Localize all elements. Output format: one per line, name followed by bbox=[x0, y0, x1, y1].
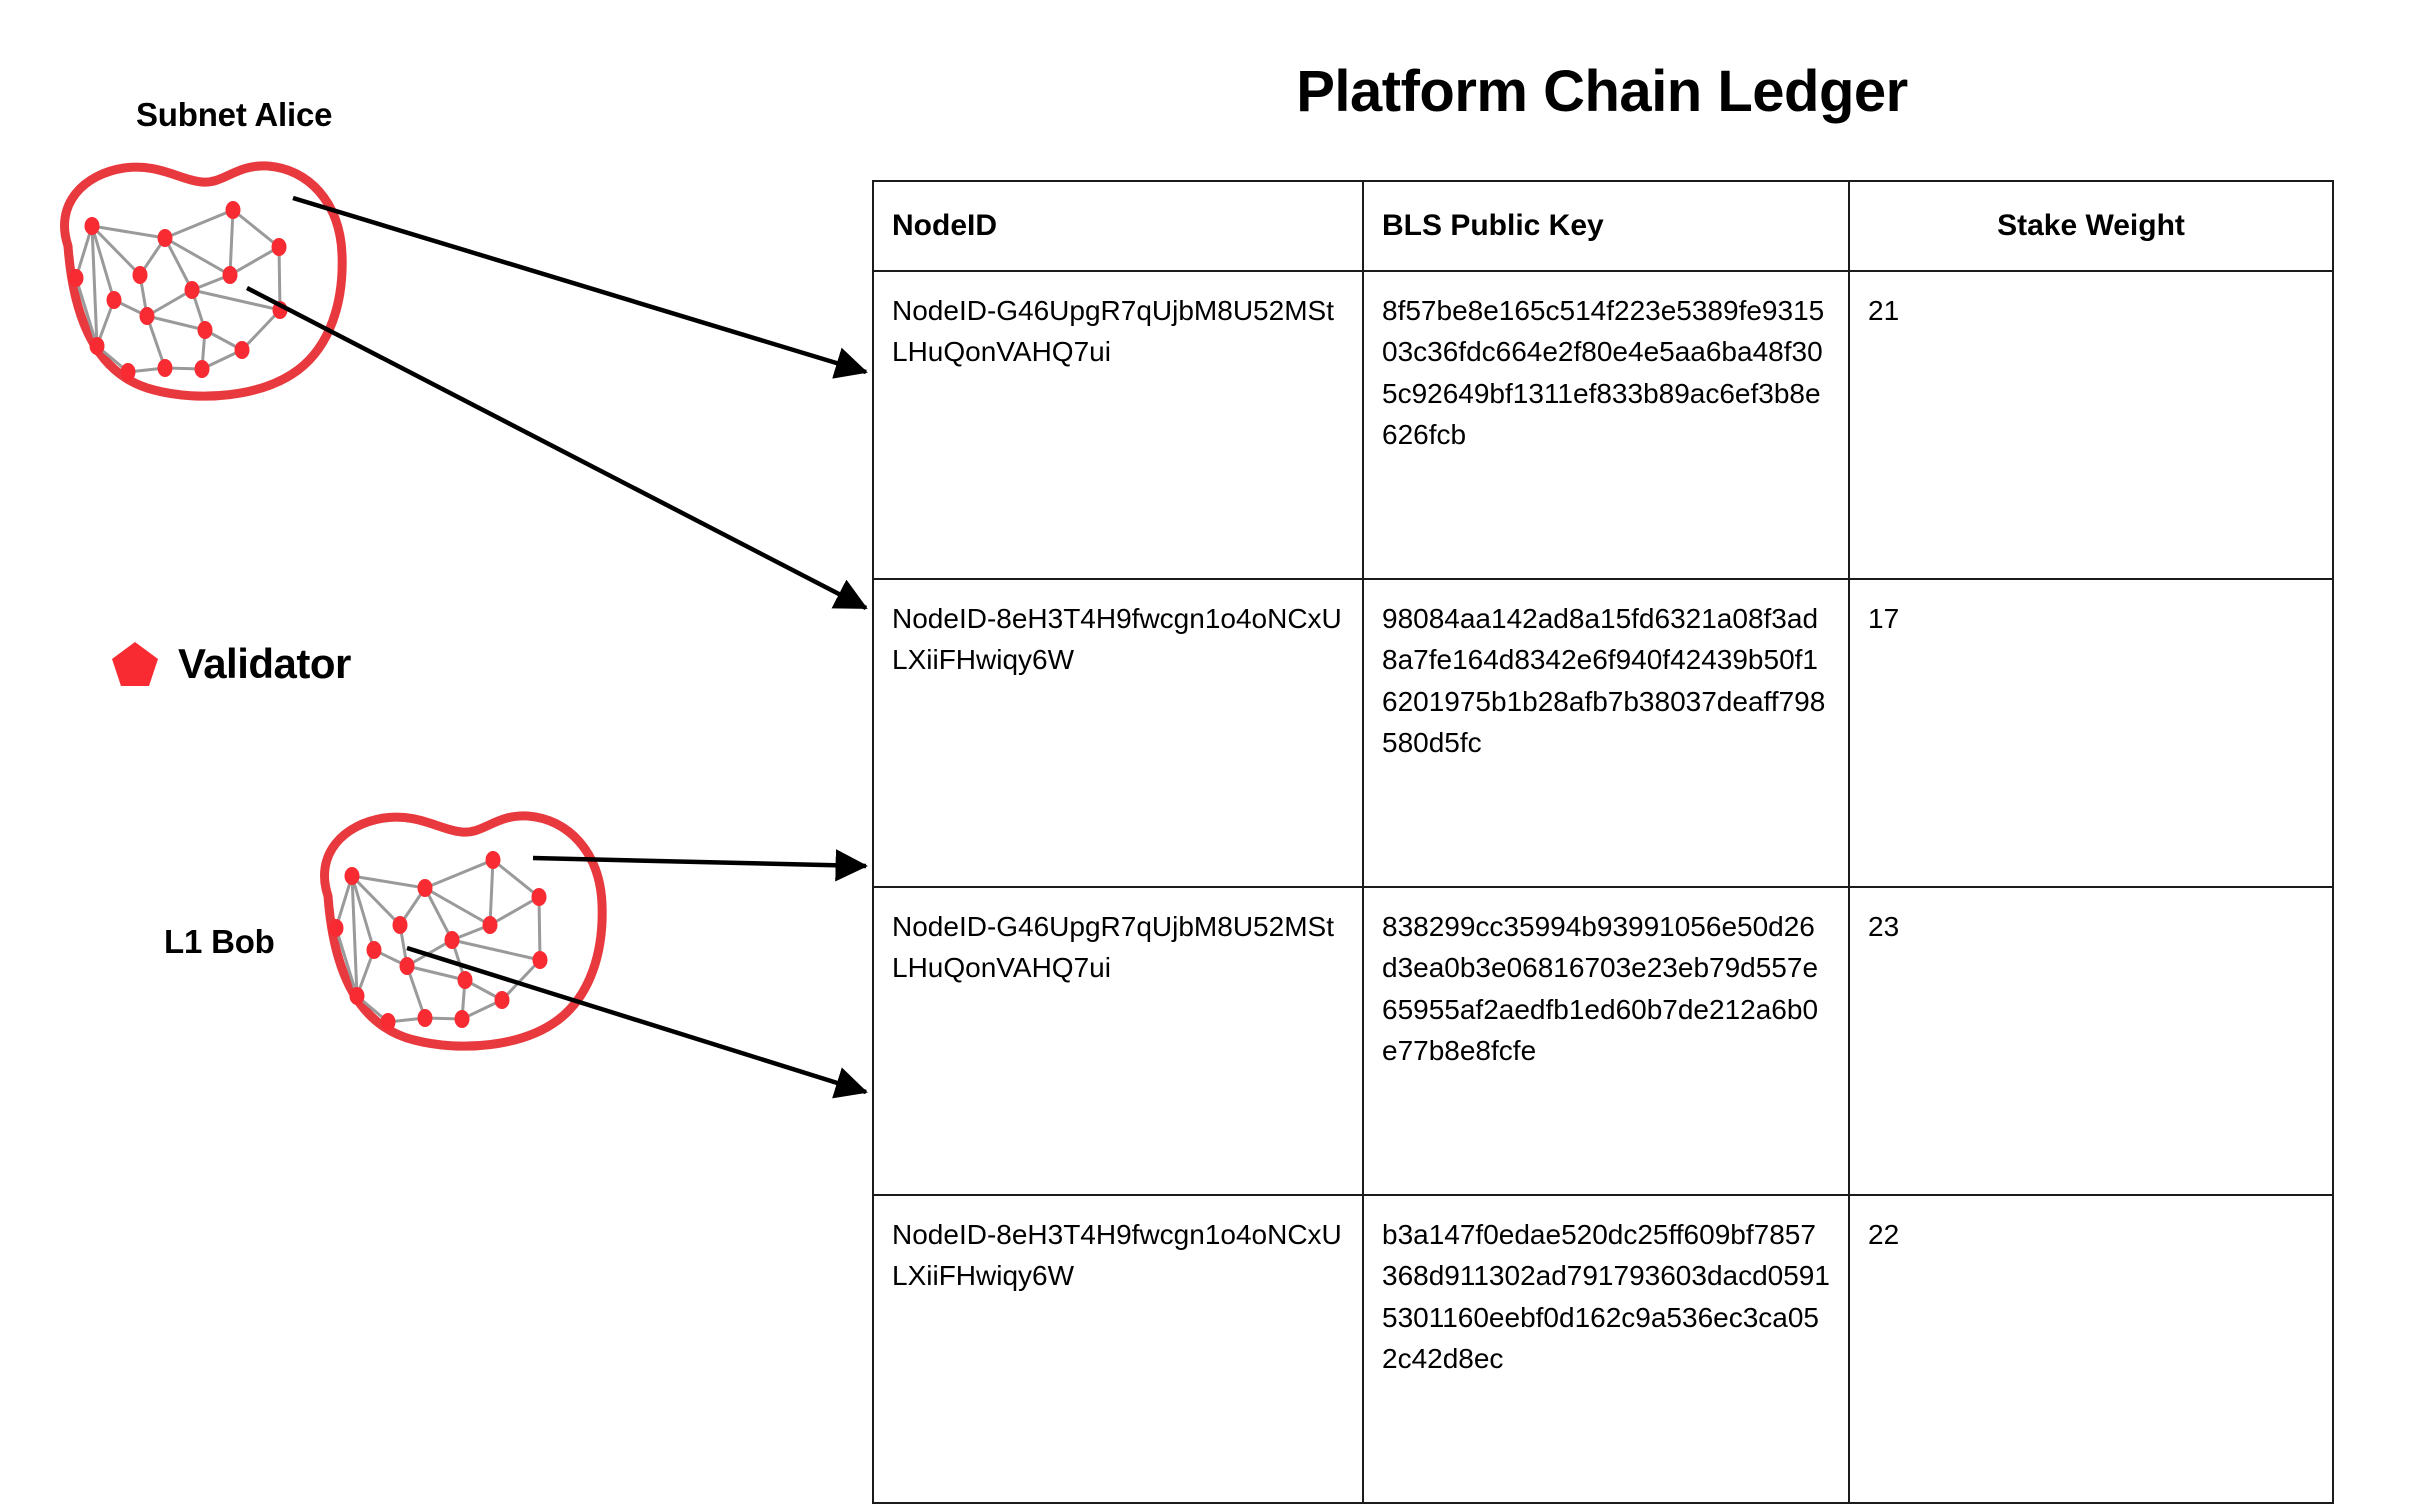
cell-stake-weight: 21 bbox=[1848, 270, 2334, 580]
cell-nodeid: NodeID-G46UpgR7qUjbM8U52MStLHuQonVAHQ7ui bbox=[872, 886, 1364, 1196]
table-row: NodeID-G46UpgR7qUjbM8U52MStLHuQonVAHQ7ui… bbox=[872, 270, 2334, 580]
legend-validator: Validator bbox=[110, 640, 351, 688]
table-row: NodeID-G46UpgR7qUjbM8U52MStLHuQonVAHQ7ui… bbox=[872, 886, 2334, 1196]
pentagon-icon bbox=[112, 642, 158, 686]
l1-bob-label: L1 Bob bbox=[164, 923, 275, 960]
subnet-alice-label: Subnet Alice bbox=[136, 96, 333, 133]
graph-edges bbox=[74, 208, 282, 374]
cell-nodeid: NodeID-8eH3T4H9fwcgn1o4oNCxULXiiFHwiqy6W bbox=[872, 1194, 1364, 1504]
l1-bob-network-graph bbox=[320, 811, 607, 1051]
legend-validator-label: Validator bbox=[178, 640, 351, 687]
cell-nodeid: NodeID-G46UpgR7qUjbM8U52MStLHuQonVAHQ7ui bbox=[872, 270, 1364, 580]
cell-bls-public-key: 8f57be8e165c514f223e5389fe931503c36fdc66… bbox=[1362, 270, 1850, 580]
cell-nodeid: NodeID-8eH3T4H9fwcgn1o4oNCxULXiiFHwiqy6W bbox=[872, 578, 1364, 888]
cell-stake-weight: 17 bbox=[1848, 578, 2334, 888]
diagram-canvas: Subnet Alice bbox=[60, 59, 2334, 1504]
platform-chain-ledger-table: NodeID BLS Public Key Stake Weight NodeI… bbox=[872, 180, 2334, 1504]
cell-bls-public-key: 838299cc35994b93991056e50d26d3ea0b3e0681… bbox=[1362, 886, 1850, 1196]
table-row: NodeID-8eH3T4H9fwcgn1o4oNCxULXiiFHwiqy6W… bbox=[872, 578, 2334, 888]
cell-stake-weight: 23 bbox=[1848, 886, 2334, 1196]
cell-bls-public-key: 98084aa142ad8a15fd6321a08f3ad8a7fe164d83… bbox=[1362, 578, 1850, 888]
column-header-nodeid: NodeID bbox=[872, 180, 1364, 272]
column-header-bls-public-key: BLS Public Key bbox=[1362, 180, 1850, 272]
graph-edges bbox=[334, 858, 542, 1024]
cell-stake-weight: 22 bbox=[1848, 1194, 2334, 1504]
table-row: NodeID-8eH3T4H9fwcgn1o4oNCxULXiiFHwiqy6W… bbox=[872, 1194, 2334, 1504]
cell-bls-public-key: b3a147f0edae520dc25ff609bf7857368d911302… bbox=[1362, 1194, 1850, 1504]
page-title: Platform Chain Ledger bbox=[1296, 59, 1908, 124]
column-header-stake-weight: Stake Weight bbox=[1848, 180, 2334, 272]
table-header-row: NodeID BLS Public Key Stake Weight bbox=[872, 180, 2334, 272]
subnet-alice-network-graph bbox=[60, 161, 347, 401]
